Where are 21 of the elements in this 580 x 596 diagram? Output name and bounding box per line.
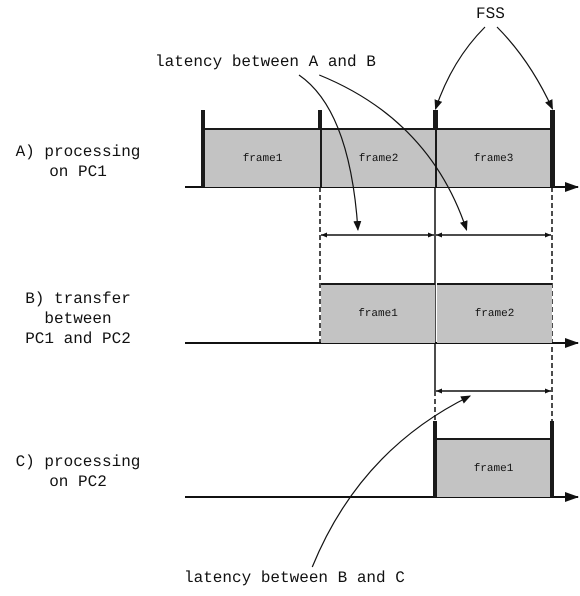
frame-block: frame1 [321, 283, 435, 343]
frame-block: frame1 [205, 128, 320, 187]
latency-span-line [435, 231, 552, 239]
frame-block: frame3 [437, 128, 550, 187]
latency-span-line [435, 387, 552, 395]
leader-arrow [298, 74, 362, 231]
frame-boundary-bar [550, 110, 555, 187]
row-label: A) processing on PC1 [14, 142, 142, 182]
leader-arrow [319, 74, 468, 231]
leader-arrow [312, 395, 471, 568]
row-label: C) processing on PC2 [14, 452, 142, 492]
frame-block: frame2 [437, 283, 552, 343]
row-label: B) transfer between PC1 and PC2 [24, 289, 132, 349]
frame-block: frame1 [437, 438, 550, 497]
leader-arrow [434, 26, 486, 110]
frame-block: frame2 [322, 128, 435, 187]
leader-arrow [496, 26, 554, 110]
callout-text: latency between B and C [184, 568, 409, 590]
latency-span-line [320, 231, 435, 239]
callout-text: latency between A and B [155, 52, 380, 74]
callout-text: FSS [476, 4, 506, 26]
